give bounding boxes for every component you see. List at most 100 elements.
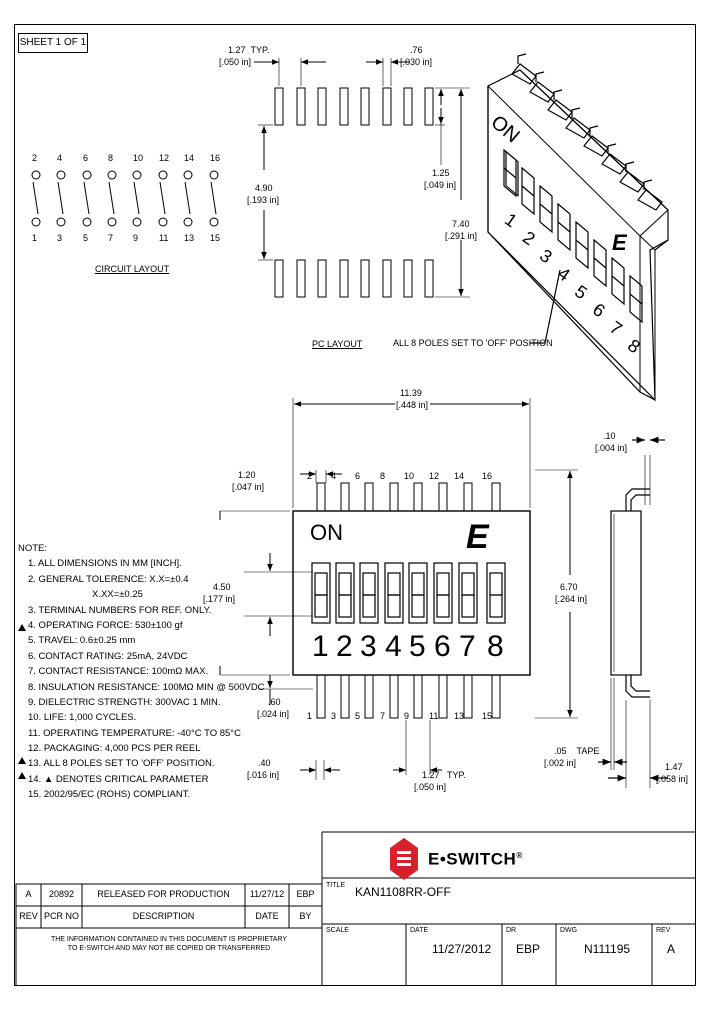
front-position-number: 3	[360, 630, 377, 663]
circuit-top-pin-label: 4	[57, 153, 63, 163]
front-switch-slot	[362, 594, 376, 618]
sheet-label: SHEET 1 OF 1	[18, 33, 88, 53]
note-line: 4. OPERATING FORCE: 530±100 gf	[28, 619, 183, 631]
circuit-switch	[158, 170, 168, 227]
pc-inner-inch: [.193 in]	[247, 195, 280, 205]
front-position-number: 6	[434, 630, 451, 663]
front-bottom-pin-label: 11	[429, 711, 439, 721]
side-tape-dim: .05 TAPE	[554, 746, 600, 756]
isometric-switch-view	[487, 53, 669, 402]
date-header: DATE	[255, 911, 279, 921]
front-logo: E	[466, 518, 489, 556]
pcr-value: 20892	[48, 889, 75, 899]
front-overall-inch: [.264 in]	[555, 594, 588, 604]
pc-outer-dim: 7.40	[452, 219, 470, 229]
pc-pad-inch: [.030 in]	[400, 57, 433, 67]
dwg-label: DWG	[560, 927, 578, 934]
note-line: X.XX=±0.25	[92, 589, 143, 601]
pc-pitch-dim: 1.27 TYP.	[228, 45, 270, 55]
front-position-number: 5	[409, 630, 426, 663]
dr-label: DR	[506, 927, 517, 934]
rev-label: REV	[656, 927, 671, 934]
critical-marker-icon	[18, 757, 26, 764]
front-pitch-dim: 1.27 TYP.	[422, 770, 466, 780]
circuit-switch	[107, 170, 117, 227]
front-switch-slot	[387, 594, 401, 618]
e-switch-logo-icon	[390, 838, 418, 880]
circuit-switch	[183, 170, 193, 227]
side-view	[598, 436, 668, 788]
front-lead-dim: .40	[258, 758, 271, 768]
note-line: 3. TERMINAL NUMBERS FOR REF. ONLY.	[28, 604, 212, 616]
front-position-number: 4	[385, 630, 402, 663]
circuit-top-pin-label: 14	[184, 153, 195, 163]
front-lead-w-inch: [.047 in]	[232, 482, 265, 492]
front-switch-actuator	[314, 572, 328, 596]
front-top-pin-label: 10	[404, 471, 415, 481]
front-switch-actuator	[436, 572, 450, 596]
circuit-bottom-pin-label: 1	[32, 233, 38, 243]
front-bottom-lead	[413, 674, 423, 719]
front-bottom-lead	[340, 674, 350, 719]
circuit-bottom-pin-label: 7	[108, 233, 114, 243]
notes-block: NOTE: 1. ALL DIMENSIONS IN MM [INCH]. 2. …	[18, 541, 265, 803]
front-top-pin-label: 14	[454, 471, 465, 481]
front-top-pin-label: 6	[355, 471, 361, 481]
front-standoff-inch: [.024 in]	[257, 709, 290, 719]
front-bottom-pin-label: 1	[307, 711, 313, 721]
circuit-top-pin-label: 2	[32, 153, 38, 163]
note-line: 1. ALL DIMENSIONS IN MM [INCH].	[28, 558, 182, 570]
front-switch-actuator	[338, 572, 352, 596]
front-bottom-lead	[491, 674, 501, 719]
side-top-dim: .10	[603, 431, 616, 441]
front-position-number: 2	[336, 630, 353, 663]
pc-inner-dim: 4.90	[255, 183, 273, 193]
note-line: 9. DIELECTRIC STRENGTH: 300VAC 1 MIN.	[28, 696, 221, 708]
front-bottom-pin-label: 5	[355, 711, 361, 721]
front-top-lead	[316, 482, 326, 512]
front-on-label: ON	[310, 520, 343, 545]
dr-value: EBP	[516, 942, 541, 956]
front-top-pin-label: 16	[482, 471, 493, 481]
scale-label: SCALE	[326, 927, 349, 934]
rev-value: A	[25, 889, 32, 899]
pc-pitch-inch: [.050 in]	[219, 57, 252, 67]
front-switch-window	[335, 562, 355, 624]
notes-heading: NOTE:	[18, 543, 48, 554]
front-position-number: 8	[487, 630, 504, 663]
date-label: DATE	[410, 927, 429, 934]
front-top-pin-label: 12	[429, 471, 440, 481]
circuit-top-pin-label: 16	[210, 153, 221, 163]
note-line: 7. CONTACT RESISTANCE: 100mΩ MAX.	[28, 666, 209, 678]
front-switch-slot	[461, 594, 475, 618]
circuit-top-pin-label: 10	[133, 153, 144, 163]
front-switch-window	[384, 562, 404, 624]
front-switch-window	[486, 562, 506, 624]
front-height-dim: 4.50	[213, 582, 231, 592]
front-pitch-inch: [.050 in]	[414, 782, 447, 792]
front-top-lead	[438, 482, 448, 512]
front-bottom-lead	[438, 674, 448, 719]
circuit-bottom-pin-label: 13	[184, 233, 195, 243]
front-top-lead	[364, 482, 374, 512]
circuit-switch	[82, 170, 92, 227]
front-bottom-pin-label: 9	[404, 711, 410, 721]
circuit-bottom-pin-label: 11	[159, 233, 169, 243]
description-header: DESCRIPTION	[132, 911, 195, 921]
date-value: 11/27/12	[249, 889, 285, 899]
note-line: 13. ALL 8 POLES SET TO 'OFF' POSITION.	[28, 758, 215, 770]
front-width-dim: 11.39	[400, 388, 422, 398]
circuit-bottom-pin-label: 3	[57, 233, 63, 243]
circuit-layout-caption: CIRCUIT LAYOUT	[95, 264, 170, 274]
note-line: 11. OPERATING TEMPERATURE: -40°C TO 85°C	[28, 727, 241, 739]
note-line: 15. 2002/95/EC (ROHS) COMPLIANT.	[28, 789, 191, 801]
company-name: E•SWITCH®	[428, 849, 523, 869]
note-line: 2. GENERAL TOLERENCE: X.X=±0.4	[28, 573, 189, 585]
drawing-title: KAN1108RR-OFF	[355, 885, 451, 899]
front-switch-slot	[489, 594, 503, 618]
dwg-value: N111195	[584, 942, 631, 956]
pc-pad-dim: .76	[410, 45, 423, 55]
circuit-top-pin-label: 12	[159, 153, 170, 163]
front-top-lead	[413, 482, 423, 512]
front-switch-actuator	[489, 572, 503, 596]
